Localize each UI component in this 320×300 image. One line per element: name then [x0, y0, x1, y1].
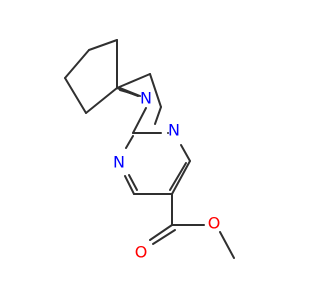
ester-oxygen-label: O [208, 214, 221, 233]
bond [128, 174, 138, 191]
bond [64, 77, 87, 114]
ring-nitrogen-label: N [140, 89, 152, 108]
atom-label-layer: N N N O O [113, 89, 220, 262]
bond-layer [64, 39, 235, 259]
bond [152, 229, 176, 245]
bond [119, 89, 138, 96]
pyrimidine-nitrogen-upper-label: N [168, 121, 180, 140]
bond [149, 224, 173, 241]
carbonyl-oxygen-label: O [135, 243, 148, 262]
bond [149, 73, 162, 108]
bond [171, 160, 191, 195]
bond [85, 87, 118, 114]
bond [124, 175, 135, 195]
pyrimidine-nitrogen-lower-label: N [113, 153, 125, 172]
bond [116, 73, 151, 89]
bond [88, 39, 118, 51]
bond [154, 106, 162, 125]
bond [64, 49, 90, 79]
bond [169, 162, 187, 191]
bond [219, 231, 235, 259]
bond [180, 144, 191, 162]
molecule-structure: N N N O O [64, 39, 235, 262]
bond [132, 107, 147, 134]
bond [125, 135, 134, 149]
